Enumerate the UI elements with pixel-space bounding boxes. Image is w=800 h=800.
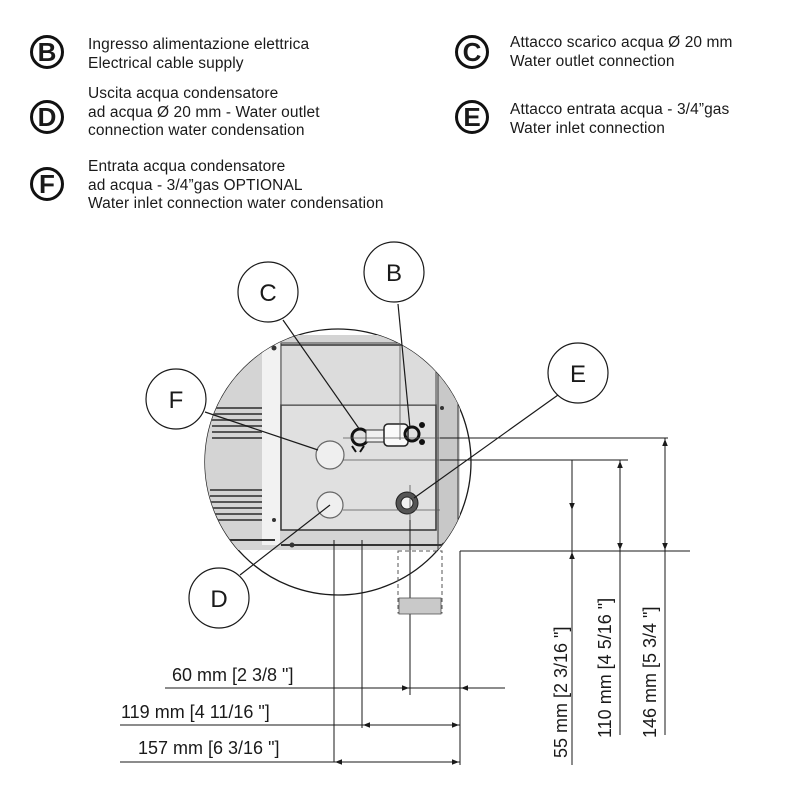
panel-side bbox=[437, 337, 459, 551]
callout-f: F bbox=[145, 368, 207, 430]
callout-c: C bbox=[237, 261, 299, 323]
legend-line: Entrata acqua condensatore bbox=[88, 158, 286, 175]
legend-line: Water inlet connection bbox=[510, 119, 665, 137]
zoom-view bbox=[204, 328, 472, 596]
panel-gap bbox=[262, 340, 280, 545]
legend-badge-f: F bbox=[30, 167, 64, 201]
dimension-146mm: 146 mm [5 3/4 "] bbox=[640, 438, 668, 738]
vent-grille-upper bbox=[212, 407, 262, 439]
dimension-157mm-label: 157 mm [6 3/16 "] bbox=[138, 738, 279, 758]
legend-line: Water outlet connection bbox=[510, 52, 675, 70]
legend-text-b: Ingresso alimentazione elettrica Electri… bbox=[88, 36, 309, 73]
callout-b: B bbox=[363, 241, 425, 303]
dimension-157mm: 157 mm [6 3/16 "] bbox=[120, 738, 460, 765]
callout-e-label: E bbox=[570, 361, 586, 388]
legend-text-c: Attacco scarico acqua Ø 20 mm Water outl… bbox=[510, 34, 733, 71]
legend-badge-d: D bbox=[30, 100, 64, 134]
callout-d-label: D bbox=[210, 586, 227, 613]
extension-lines bbox=[333, 437, 690, 765]
dimension-110mm-label: 110 mm [4 5/16 "] bbox=[595, 598, 615, 738]
legend-line: Attacco entrata acqua - 3/4”gas bbox=[510, 101, 730, 118]
machine-panel bbox=[205, 335, 471, 551]
dimension-60mm-label: 60 mm [2 3/8 "] bbox=[172, 665, 293, 685]
legend-line: Electrical cable supply bbox=[88, 54, 244, 72]
dimension-55mm: 55 mm [2 3/16 "] bbox=[551, 460, 575, 765]
legend-line: connection water condensation bbox=[88, 122, 305, 139]
legend-line: Ingresso alimentazione elettrica bbox=[88, 36, 310, 53]
legend-text-f: Entrata acqua condensatore ad acqua - 3/… bbox=[88, 158, 384, 214]
legend-line: Water inlet connection water condensatio… bbox=[88, 195, 384, 212]
legend-line: Attacco scarico acqua Ø 20 mm bbox=[510, 34, 733, 51]
callout-e: E bbox=[547, 342, 609, 404]
drain-pipe bbox=[397, 550, 443, 615]
dimension-119mm: 119 mm [4 11/16 "] bbox=[120, 702, 460, 728]
leader-lines bbox=[204, 303, 566, 576]
legend-text-d: Uscita acqua condensatore ad acqua Ø 20 … bbox=[88, 85, 320, 141]
connection-f bbox=[315, 440, 345, 470]
connection-b bbox=[383, 422, 425, 447]
dimension-110mm: 110 mm [4 5/16 "] bbox=[595, 460, 623, 738]
legend-badge-c: C bbox=[455, 35, 489, 69]
dimension-60mm: 60 mm [2 3/8 "] bbox=[165, 665, 505, 691]
legend-line: Uscita acqua condensatore bbox=[88, 85, 279, 102]
callout-f-label: F bbox=[169, 387, 184, 414]
dimension-146mm-label: 146 mm [5 3/4 "] bbox=[640, 607, 660, 738]
callout-d: D bbox=[188, 567, 250, 629]
connection-e bbox=[395, 491, 419, 515]
callout-c-label: C bbox=[259, 280, 276, 307]
dimension-55mm-label: 55 mm [2 3/16 "] bbox=[551, 627, 571, 758]
connection-c bbox=[350, 427, 385, 453]
legend-line: ad acqua - 3/4”gas OPTIONAL bbox=[88, 176, 303, 194]
dimension-119mm-label: 119 mm [4 11/16 "] bbox=[121, 702, 270, 722]
callout-b-label: B bbox=[386, 260, 402, 287]
legend-line: ad acqua Ø 20 mm - Water outlet bbox=[88, 103, 320, 121]
legend-text-e: Attacco entrata acqua - 3/4”gas Water in… bbox=[510, 101, 729, 138]
legend-badge-b: B bbox=[30, 35, 64, 69]
vent-grille-lower bbox=[210, 489, 262, 521]
legend-badge-e: E bbox=[455, 100, 489, 134]
panel-centerlines bbox=[343, 345, 471, 520]
